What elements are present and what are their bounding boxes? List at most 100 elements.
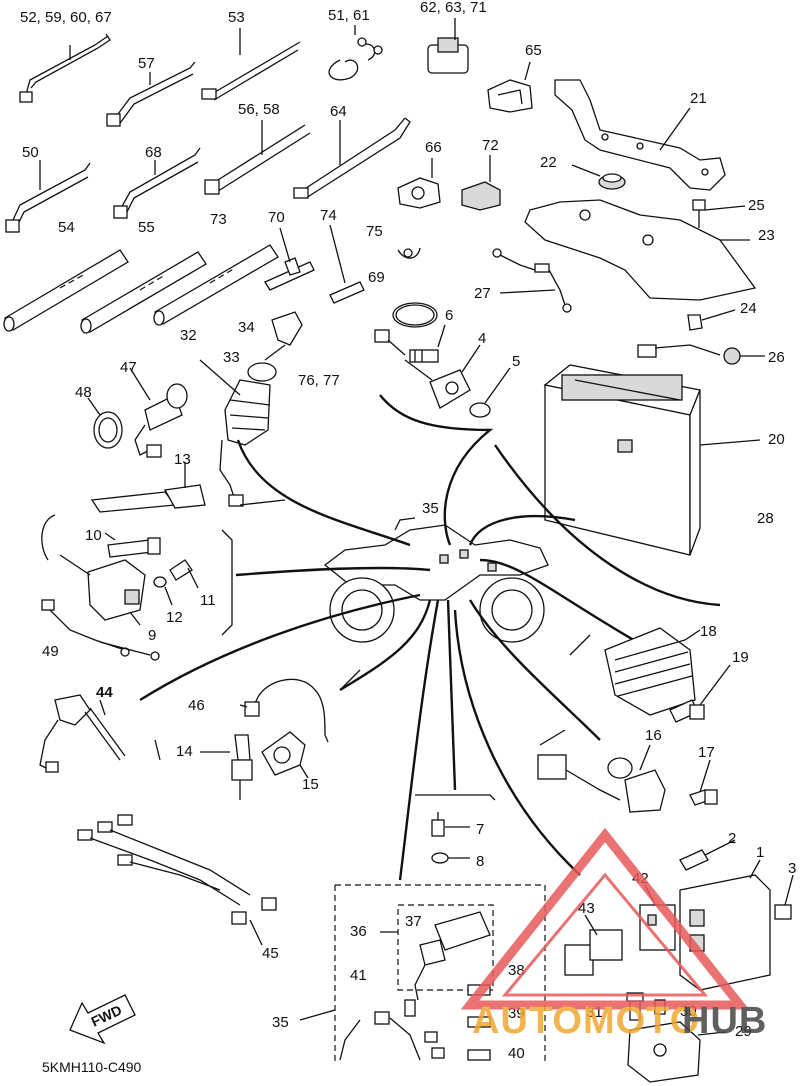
callout: 8 <box>476 853 484 870</box>
fitting-70 <box>264 227 315 291</box>
callout: 47 <box>120 359 137 376</box>
tube-55 <box>80 251 207 334</box>
cable-tie-53 <box>201 28 301 101</box>
callout: 34 <box>238 319 255 336</box>
watermark-logo: AUTOMOTO HUB <box>460 827 766 1042</box>
callout: 10 <box>85 527 102 544</box>
callout: 25 <box>748 197 765 214</box>
callout: 27 <box>474 285 491 302</box>
ecu-1 <box>679 859 771 991</box>
clamp-66 <box>397 158 441 209</box>
callout: 17 <box>698 744 715 761</box>
watermark-text-a: AUTOMOTO <box>472 1000 700 1042</box>
grommet-48 <box>87 397 123 449</box>
callout: 37 <box>405 913 422 930</box>
clamp-65 <box>487 61 533 113</box>
wire-lead-49 <box>41 599 160 661</box>
callout: 52, 59, 60, 67 <box>20 9 112 26</box>
leader-lines <box>139 394 721 881</box>
cable-tie-68 <box>113 147 201 219</box>
callout: 73 <box>210 211 227 228</box>
callout: 6 <box>445 307 453 324</box>
cable-tie-52 <box>19 33 111 103</box>
lead-wire-27 <box>492 248 572 313</box>
spark-plug-cap-13 <box>90 462 206 513</box>
callout: 76, 77 <box>298 372 340 389</box>
atv-outline <box>323 517 549 643</box>
callout: 51, 61 <box>328 7 370 24</box>
switch-15 <box>261 731 309 779</box>
regulator-18 <box>604 627 701 716</box>
clamp-51 <box>328 25 383 81</box>
callout: 15 <box>302 776 319 793</box>
fuse-box-37 <box>380 904 494 1001</box>
callout: 26 <box>768 349 785 366</box>
callout: 68 <box>145 144 162 161</box>
callout: 23 <box>758 227 775 244</box>
callout: 54 <box>58 219 75 236</box>
relay-42 <box>639 884 676 951</box>
callout: 29 <box>735 1023 752 1040</box>
connector-41 <box>339 999 445 1061</box>
callout: 3 <box>788 860 796 877</box>
callout: 9 <box>148 627 156 644</box>
ignition-coil-32 <box>199 359 271 507</box>
spark-plug-14 <box>200 734 253 800</box>
callout: 64 <box>330 103 347 120</box>
socket-47 <box>129 367 188 458</box>
cable-tie-64 <box>293 117 411 199</box>
callout: 4 <box>478 330 486 347</box>
screw-24 <box>687 309 736 331</box>
nut-3 <box>774 874 794 920</box>
screw-11 <box>169 559 199 589</box>
cable-tie-50 <box>5 160 91 233</box>
boot-34-cap-33 <box>247 311 303 382</box>
callout: 69 <box>368 269 385 286</box>
clip-75 <box>397 247 421 259</box>
callout: 14 <box>176 743 193 760</box>
callout: 12 <box>166 609 183 626</box>
callout: 35 <box>422 500 439 517</box>
sensor-16 <box>537 744 666 813</box>
callout: 49 <box>42 643 59 660</box>
battery-lead-26 <box>637 344 765 365</box>
fitting-74 <box>329 224 365 304</box>
callout: 24 <box>740 300 757 317</box>
callout: 72 <box>482 137 499 154</box>
callout: 16 <box>645 727 662 744</box>
callout: 65 <box>525 42 542 59</box>
callout: 21 <box>690 90 707 107</box>
callout: 50 <box>22 144 39 161</box>
washer-8 <box>431 852 470 864</box>
callout: 35 <box>272 1014 289 1031</box>
cable-tie-56 <box>204 120 311 195</box>
bracket-21 <box>554 79 726 191</box>
callout: 20 <box>768 431 785 448</box>
o-ring-69 <box>392 302 438 328</box>
grommet-22 <box>571 164 626 190</box>
callout: 32 <box>180 327 197 344</box>
bolt-25 <box>692 199 746 228</box>
neutral-switch-6 <box>374 324 446 363</box>
bolt-19 <box>669 664 731 723</box>
callout: 62, 63, 71 <box>420 0 487 16</box>
callout: 46 <box>188 697 205 714</box>
callout: 74 <box>320 207 337 224</box>
battery-cover-23 <box>524 199 757 301</box>
tube-73 <box>153 244 279 326</box>
cable-tie-57 <box>106 61 196 127</box>
ignition-coil-9 <box>59 554 146 626</box>
callout: 33 <box>223 349 240 366</box>
bolt-17 <box>689 759 718 806</box>
callout-labels: 52, 59, 60, 67 53 51, 61 62, 63, 71 57 6… <box>20 0 796 1062</box>
starter-relay-29 <box>627 1021 726 1083</box>
callout: 22 <box>540 154 557 171</box>
callout: 55 <box>138 219 155 236</box>
tube-54 <box>3 249 129 332</box>
callout: 70 <box>268 209 285 226</box>
callout: 48 <box>75 384 92 401</box>
callout: 75 <box>366 223 383 240</box>
callout: 1 <box>756 844 764 861</box>
callout: 56, 58 <box>238 101 280 118</box>
